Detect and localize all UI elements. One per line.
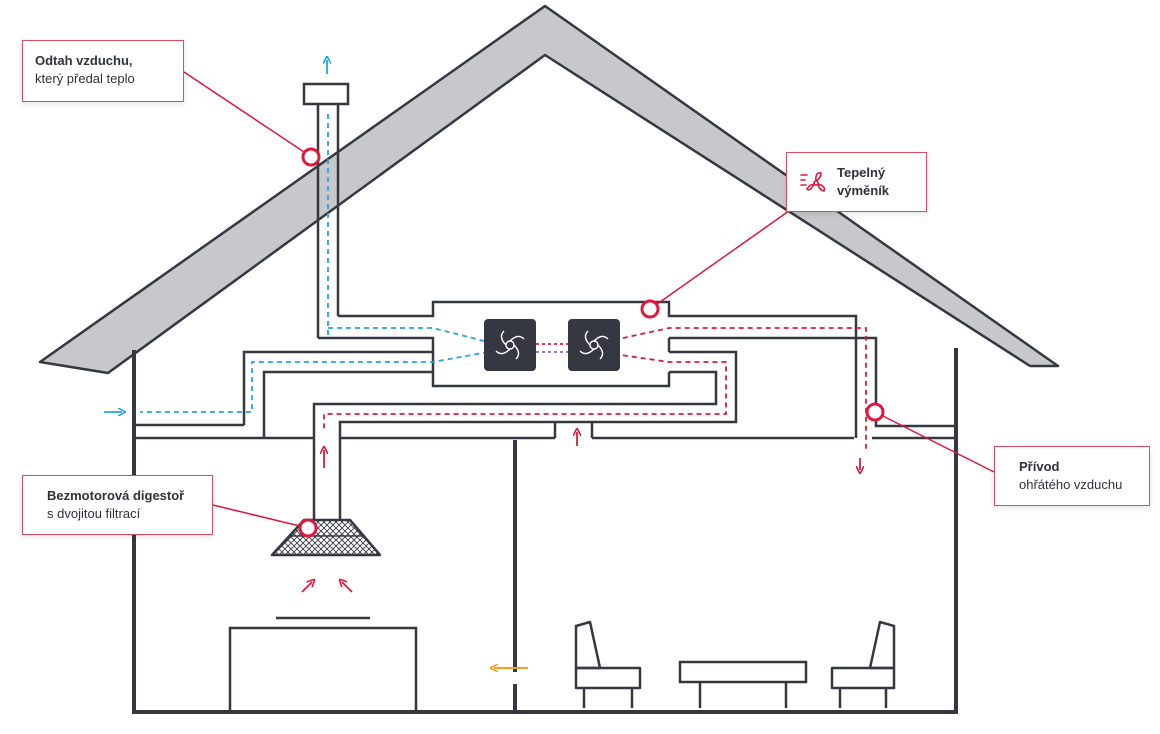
cooking-arrow-left bbox=[301, 582, 312, 593]
sofa-right bbox=[830, 620, 896, 708]
callout-supply-title: Přívod bbox=[1019, 459, 1060, 474]
supply-airflow bbox=[323, 327, 867, 450]
kitchen-hood bbox=[270, 518, 382, 557]
callout-hood: Bezmotorová digestoř s dvojitou filtrací bbox=[22, 475, 213, 535]
callout-supply: Přívod ohřátého vzduchu bbox=[994, 446, 1150, 506]
sofa-left bbox=[574, 620, 642, 708]
fan-unit-left bbox=[484, 319, 536, 371]
marker-exchanger bbox=[640, 299, 660, 319]
fan-right-icon bbox=[579, 330, 609, 360]
marker-exhaust bbox=[301, 147, 321, 167]
kitchen-counter bbox=[228, 616, 418, 714]
exchanger-link bbox=[536, 343, 568, 353]
heat-exchanger-fan-icon bbox=[800, 172, 826, 192]
cooking-arrow-right bbox=[342, 582, 353, 593]
roof bbox=[38, 4, 1060, 375]
duct-network bbox=[242, 82, 956, 520]
fan-left-icon bbox=[495, 330, 525, 360]
callout-exchanger: Tepelný výměník bbox=[786, 152, 927, 212]
ceiling bbox=[134, 423, 956, 440]
callout-hood-title: Bezmotorová digestoř bbox=[47, 488, 185, 503]
exhaust-airflow bbox=[140, 112, 489, 413]
coffee-table bbox=[678, 660, 808, 708]
callout-supply-subtitle: ohřátého vzduchu bbox=[1019, 477, 1123, 492]
callout-exhaust-subtitle: který předal teplo bbox=[35, 71, 135, 86]
callout-hood-subtitle: s dvojitou filtrací bbox=[47, 506, 141, 521]
callout-exchanger-subtitle: výměník bbox=[837, 183, 890, 198]
marker-hood bbox=[298, 518, 318, 538]
leader-lines bbox=[183, 71, 995, 529]
marker-supply bbox=[865, 402, 885, 422]
callout-exhaust-title: Odtah vzduchu, bbox=[35, 53, 133, 68]
callout-exhaust: Odtah vzduchu, který předal teplo bbox=[22, 40, 184, 102]
callout-exchanger-title: Tepelný bbox=[837, 165, 886, 180]
markers bbox=[298, 147, 885, 538]
fan-unit-right bbox=[568, 319, 620, 371]
